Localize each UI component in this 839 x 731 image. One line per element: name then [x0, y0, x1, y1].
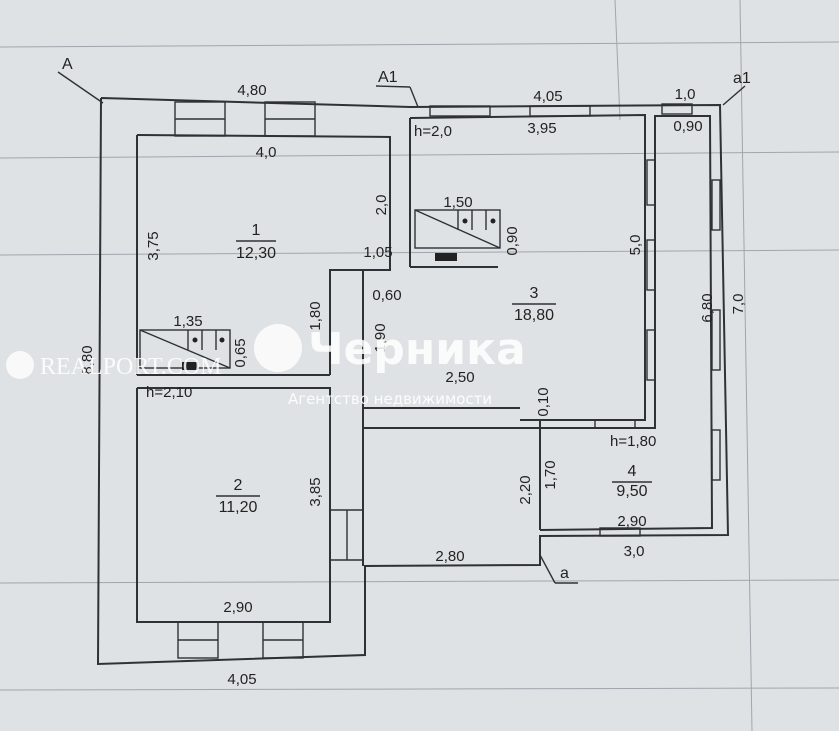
- dim-bottom-outer: 4,05: [227, 671, 256, 688]
- dim-wall-1-90: 1,90: [372, 323, 389, 352]
- svg-text:18,80: 18,80: [514, 307, 554, 324]
- section-markers: [57, 71, 746, 584]
- svg-text:REALPORT.COM: REALPORT.COM: [40, 354, 221, 380]
- section-a-lower: a: [560, 565, 569, 582]
- dim-room4-left-2-20: 2,20: [517, 475, 534, 504]
- windows: [174, 101, 721, 659]
- dim-stair-upper-h: 0,90: [504, 226, 521, 255]
- dim-room4-left-1-70: 1,70: [542, 460, 559, 489]
- room-4-label: 4 9,50: [612, 463, 652, 500]
- dim-room3-right: 5,0: [627, 235, 644, 256]
- dim-room4-bottom-inner: 2,90: [617, 513, 646, 530]
- watermark-chernika: Черника Агентство недвижимости: [254, 324, 526, 408]
- svg-text:Черника: Черника: [308, 324, 526, 375]
- height-room-1: h=2,0: [414, 123, 452, 140]
- watermark-realport: REALPORT.COM: [6, 351, 221, 380]
- dim-inner-0-10: 0,10: [535, 387, 552, 416]
- svg-text:1: 1: [252, 222, 261, 239]
- dim-room2-bottom-inner: 2,90: [223, 599, 252, 616]
- svg-text:Агентство недвижимости: Агентство недвижимости: [288, 390, 492, 408]
- dim-room1-notch-h: 1,05: [363, 244, 392, 261]
- svg-text:4: 4: [628, 463, 637, 480]
- svg-text:11,20: 11,20: [219, 499, 258, 516]
- stairs-lower: [139, 329, 231, 370]
- dim-room4-outer-right: 7,0: [730, 294, 747, 315]
- outer-walls: [96, 97, 730, 666]
- berry-logo-icon: [254, 324, 302, 372]
- stairs-upper: [414, 209, 501, 261]
- room-2-label: 2 11,20: [216, 477, 260, 516]
- dim-room4-bottom-outer: 3,0: [624, 543, 645, 560]
- dim-wall-1-80: 1,80: [307, 301, 324, 330]
- dim-left-outer: 8,80: [79, 345, 96, 374]
- dim-top-inner-right: 0,90: [673, 118, 702, 135]
- room-3-label: 3 18,80: [512, 285, 556, 324]
- dim-corridor-w: 0,60: [372, 287, 401, 304]
- svg-text:3: 3: [530, 285, 539, 302]
- dim-room4-inner-right: 6,80: [699, 293, 716, 322]
- section-a: A: [62, 56, 73, 73]
- section-a1: A1: [378, 69, 398, 86]
- room-1-label: 1 12,30: [236, 222, 276, 262]
- dim-top-inner-left: 4,0: [256, 144, 277, 161]
- height-room-2: h=2,10: [146, 384, 192, 401]
- dim-stair-lower-w: 1,35: [173, 313, 202, 330]
- dim-top-outer-right: 1,0: [675, 86, 696, 103]
- dim-top-outer-mid: 4,05: [533, 88, 562, 105]
- corridor-walls: [330, 428, 364, 566]
- svg-text:9,50: 9,50: [616, 483, 647, 500]
- dim-stair-lower-h: 0,65: [232, 338, 249, 367]
- dim-stair-upper-w: 1,50: [443, 194, 472, 211]
- svg-text:2: 2: [234, 477, 243, 494]
- height-room-4: h=1,80: [610, 433, 656, 450]
- dim-inner-2-50: 2,50: [445, 369, 474, 386]
- svg-text:12,30: 12,30: [236, 245, 276, 262]
- dim-porch: 2,80: [435, 548, 464, 565]
- room-2-walls: [136, 387, 331, 623]
- section-a1-lower: a1: [733, 70, 751, 87]
- dim-top-outer-left: 4,80: [237, 82, 266, 99]
- dim-room1-left: 3,75: [145, 231, 162, 260]
- room-3-walls: [362, 113, 646, 429]
- dim-room2-right: 3,85: [307, 477, 324, 506]
- dim-room1-notch-v: 2,0: [373, 195, 390, 216]
- dim-top-inner-mid: 3,95: [527, 120, 556, 137]
